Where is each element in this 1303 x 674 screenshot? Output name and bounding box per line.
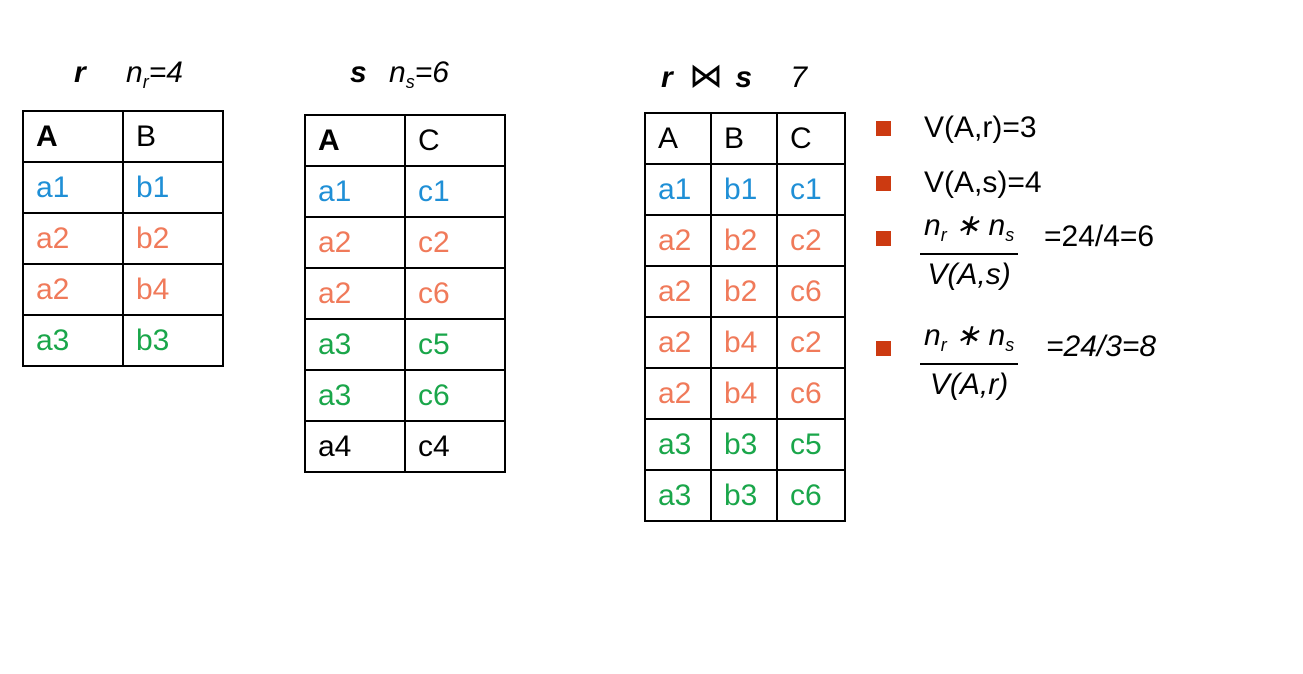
- table-cell: c2: [776, 316, 846, 369]
- table-row: a1 b1: [22, 161, 224, 214]
- table-cell: b2: [122, 212, 224, 265]
- table-s-header: A C: [304, 114, 506, 167]
- table-cell: c2: [776, 214, 846, 267]
- table-cell: b4: [122, 263, 224, 316]
- join-result-count: 7: [790, 61, 808, 94]
- table-cell: c6: [404, 369, 506, 422]
- table-cell: a2: [644, 316, 712, 369]
- table-row: a3 c5: [304, 318, 506, 371]
- table-s-header-a: A: [304, 114, 406, 167]
- table-cell: c1: [404, 165, 506, 218]
- table-row: a3 c6: [304, 369, 506, 422]
- table-cell: a1: [644, 163, 712, 216]
- relation-s-title: s ns=6: [350, 56, 449, 93]
- bullet-square-icon: [876, 231, 891, 246]
- table-cell: a1: [22, 161, 124, 214]
- table-cell: a2: [644, 265, 712, 318]
- table-row: a2 b2 c2: [644, 214, 846, 267]
- table-r: A B a1 b1 a2 b2 a2 b4 a3 b3: [22, 110, 224, 367]
- table-row: a4 c4: [304, 420, 506, 473]
- table-join-header-c: C: [776, 112, 846, 165]
- table-cell: b3: [710, 418, 778, 471]
- join-title: r ⋈ s 7: [661, 56, 807, 96]
- table-r-header-a: A: [22, 110, 124, 163]
- table-s-header-c: C: [404, 114, 506, 167]
- fraction-numerator: nr ∗ ns: [920, 318, 1019, 365]
- table-cell: a2: [22, 263, 124, 316]
- table-cell: c6: [776, 367, 846, 420]
- relation-r-title: r nr=4: [74, 56, 183, 93]
- estimate-result-2: =24/3=8: [1046, 330, 1157, 363]
- estimate-fraction-1: nr ∗ ns V(A,s): [920, 208, 1019, 295]
- fraction-numerator: nr ∗ ns: [920, 208, 1019, 255]
- relation-r-count: nr=4: [126, 56, 183, 92]
- table-row: a3 b3 c5: [644, 418, 846, 471]
- table-cell: b2: [710, 265, 778, 318]
- table-r-header: A B: [22, 110, 224, 163]
- fraction-denominator: V(A,r): [929, 368, 1009, 401]
- table-cell: b3: [122, 314, 224, 367]
- table-row: a2 b2: [22, 212, 224, 265]
- table-join-header: A B C: [644, 112, 846, 165]
- table-cell: c1: [776, 163, 846, 216]
- table-row: a2 b4: [22, 263, 224, 316]
- table-cell: a3: [304, 369, 406, 422]
- table-cell: b2: [710, 214, 778, 267]
- relation-s-name: s: [350, 56, 367, 89]
- table-cell: a3: [304, 318, 406, 371]
- bullet-v-ar: V(A,r)=3: [924, 111, 1037, 144]
- table-cell: b1: [122, 161, 224, 214]
- relation-s-count: ns=6: [389, 56, 449, 92]
- table-row: a2 b4 c2: [644, 316, 846, 369]
- table-cell: a4: [304, 420, 406, 473]
- table-cell: b1: [710, 163, 778, 216]
- bullet-square-icon: [876, 176, 891, 191]
- join-right-name: s: [735, 61, 753, 94]
- table-cell: b3: [710, 469, 778, 522]
- table-cell: c6: [776, 265, 846, 318]
- table-cell: b4: [710, 367, 778, 420]
- estimate-result-1: =24/4=6: [1044, 220, 1155, 253]
- table-cell: c5: [404, 318, 506, 371]
- table-join: A B C a1 b1 c1 a2 b2 c2 a2 b2 c6 a2 b4 c…: [644, 112, 846, 522]
- table-cell: a2: [304, 267, 406, 320]
- table-join-header-b: B: [710, 112, 778, 165]
- table-cell: a2: [644, 367, 712, 420]
- table-cell: c5: [776, 418, 846, 471]
- estimate-fraction-2: nr ∗ ns V(A,r): [920, 318, 1019, 405]
- join-symbol-icon: ⋈: [689, 57, 724, 95]
- table-cell: a3: [644, 469, 712, 522]
- table-cell: a1: [304, 165, 406, 218]
- fraction-denominator: V(A,s): [927, 258, 1011, 291]
- relation-r-name: r: [74, 56, 86, 89]
- table-cell: a2: [644, 214, 712, 267]
- table-r-header-b: B: [122, 110, 224, 163]
- join-left-name: r: [661, 61, 673, 94]
- table-row: a3 b3: [22, 314, 224, 367]
- table-s: A C a1 c1 a2 c2 a2 c6 a3 c5 a3 c6 a4 c4: [304, 114, 506, 473]
- table-row: a2 b4 c6: [644, 367, 846, 420]
- table-row: a2 c6: [304, 267, 506, 320]
- table-row: a1 b1 c1: [644, 163, 846, 216]
- table-cell: a3: [22, 314, 124, 367]
- bullet-square-icon: [876, 341, 891, 356]
- table-cell: c4: [404, 420, 506, 473]
- table-cell: c2: [404, 216, 506, 269]
- table-cell: c6: [776, 469, 846, 522]
- table-cell: a2: [304, 216, 406, 269]
- table-row: a1 c1: [304, 165, 506, 218]
- table-cell: a2: [22, 212, 124, 265]
- bullet-v-as: V(A,s)=4: [924, 166, 1042, 199]
- table-cell: a3: [644, 418, 712, 471]
- table-join-header-a: A: [644, 112, 712, 165]
- table-row: a3 b3 c6: [644, 469, 846, 522]
- table-row: a2 c2: [304, 216, 506, 269]
- bullet-square-icon: [876, 121, 891, 136]
- table-cell: c6: [404, 267, 506, 320]
- table-cell: b4: [710, 316, 778, 369]
- table-row: a2 b2 c6: [644, 265, 846, 318]
